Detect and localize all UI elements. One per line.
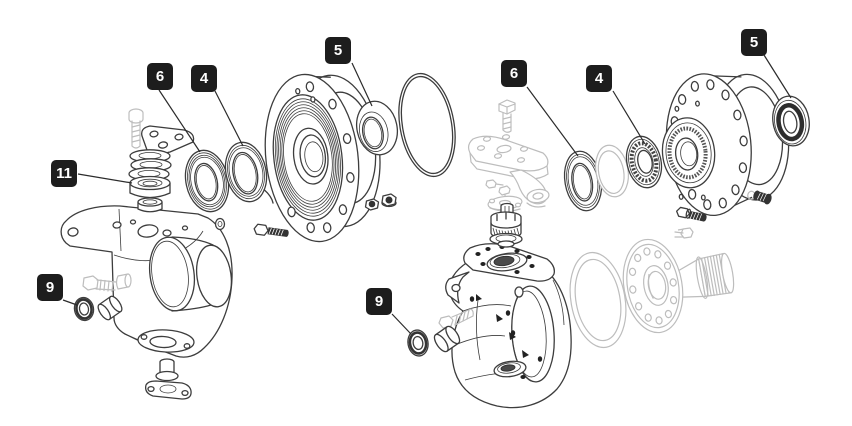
spacer-ring-ghost <box>595 144 629 198</box>
leader-5-left <box>351 62 373 107</box>
callout-4-left: 4 <box>191 65 217 92</box>
left-assembly <box>60 72 456 400</box>
axle-spindle-ghost <box>569 227 735 349</box>
knuckle-housing-left <box>60 205 233 400</box>
leader-6-right <box>526 86 579 157</box>
knuckle-housing-right <box>445 243 572 409</box>
fill-plug <box>747 190 772 205</box>
o-ring-left <box>398 72 456 178</box>
leader-9-right <box>391 313 412 335</box>
leader-4-right <box>612 90 646 145</box>
kingpin-bolt <box>128 108 144 149</box>
right-assembly <box>407 73 810 409</box>
bearing-cone-4-left <box>224 141 274 204</box>
bushing-9-left <box>97 295 123 321</box>
callout-5-left: 5 <box>325 37 351 64</box>
callout-5-right: 5 <box>741 29 767 56</box>
hub-seal-5-left <box>355 100 399 156</box>
pivot-bolt-ghost-left <box>82 273 132 293</box>
leader-lines <box>62 54 792 335</box>
steering-arm-ghost <box>467 99 550 212</box>
wheel-stud-right <box>676 206 707 222</box>
hub-seal-5-right <box>772 95 810 147</box>
kingpin-bearing <box>129 175 171 199</box>
lug-nuts-left <box>364 193 397 211</box>
leader-4-left <box>214 90 244 147</box>
seal-ring-6-left <box>184 149 230 213</box>
leader-11-left <box>77 173 133 184</box>
callout-11-left: 11 <box>51 160 77 187</box>
callout-9-right: 9 <box>366 288 392 315</box>
wheel-hub-right <box>661 73 790 217</box>
wheel-hub-left <box>264 73 381 243</box>
callout-4-right: 4 <box>586 65 612 92</box>
callout-9-left: 9 <box>37 274 63 301</box>
callout-6-left: 6 <box>147 63 173 90</box>
callout-6-right: 6 <box>501 60 527 87</box>
kingpin-seal-9-right <box>407 329 429 357</box>
kingpin-seal-9-left <box>73 296 95 322</box>
leader-5-right <box>763 54 792 99</box>
castle-nut-kingpin <box>489 202 523 248</box>
leader-9-left <box>62 299 78 306</box>
kingpin-bushing <box>137 197 163 213</box>
pivot-bolt-ghost-right <box>438 308 474 329</box>
seal-ring-6-right <box>563 150 603 212</box>
wheel-stud-left <box>253 223 289 237</box>
bearing-cone-4-right <box>625 135 663 189</box>
bushing-9-right <box>433 325 461 353</box>
leader-6-left <box>158 89 201 153</box>
shim-stack <box>128 149 172 181</box>
